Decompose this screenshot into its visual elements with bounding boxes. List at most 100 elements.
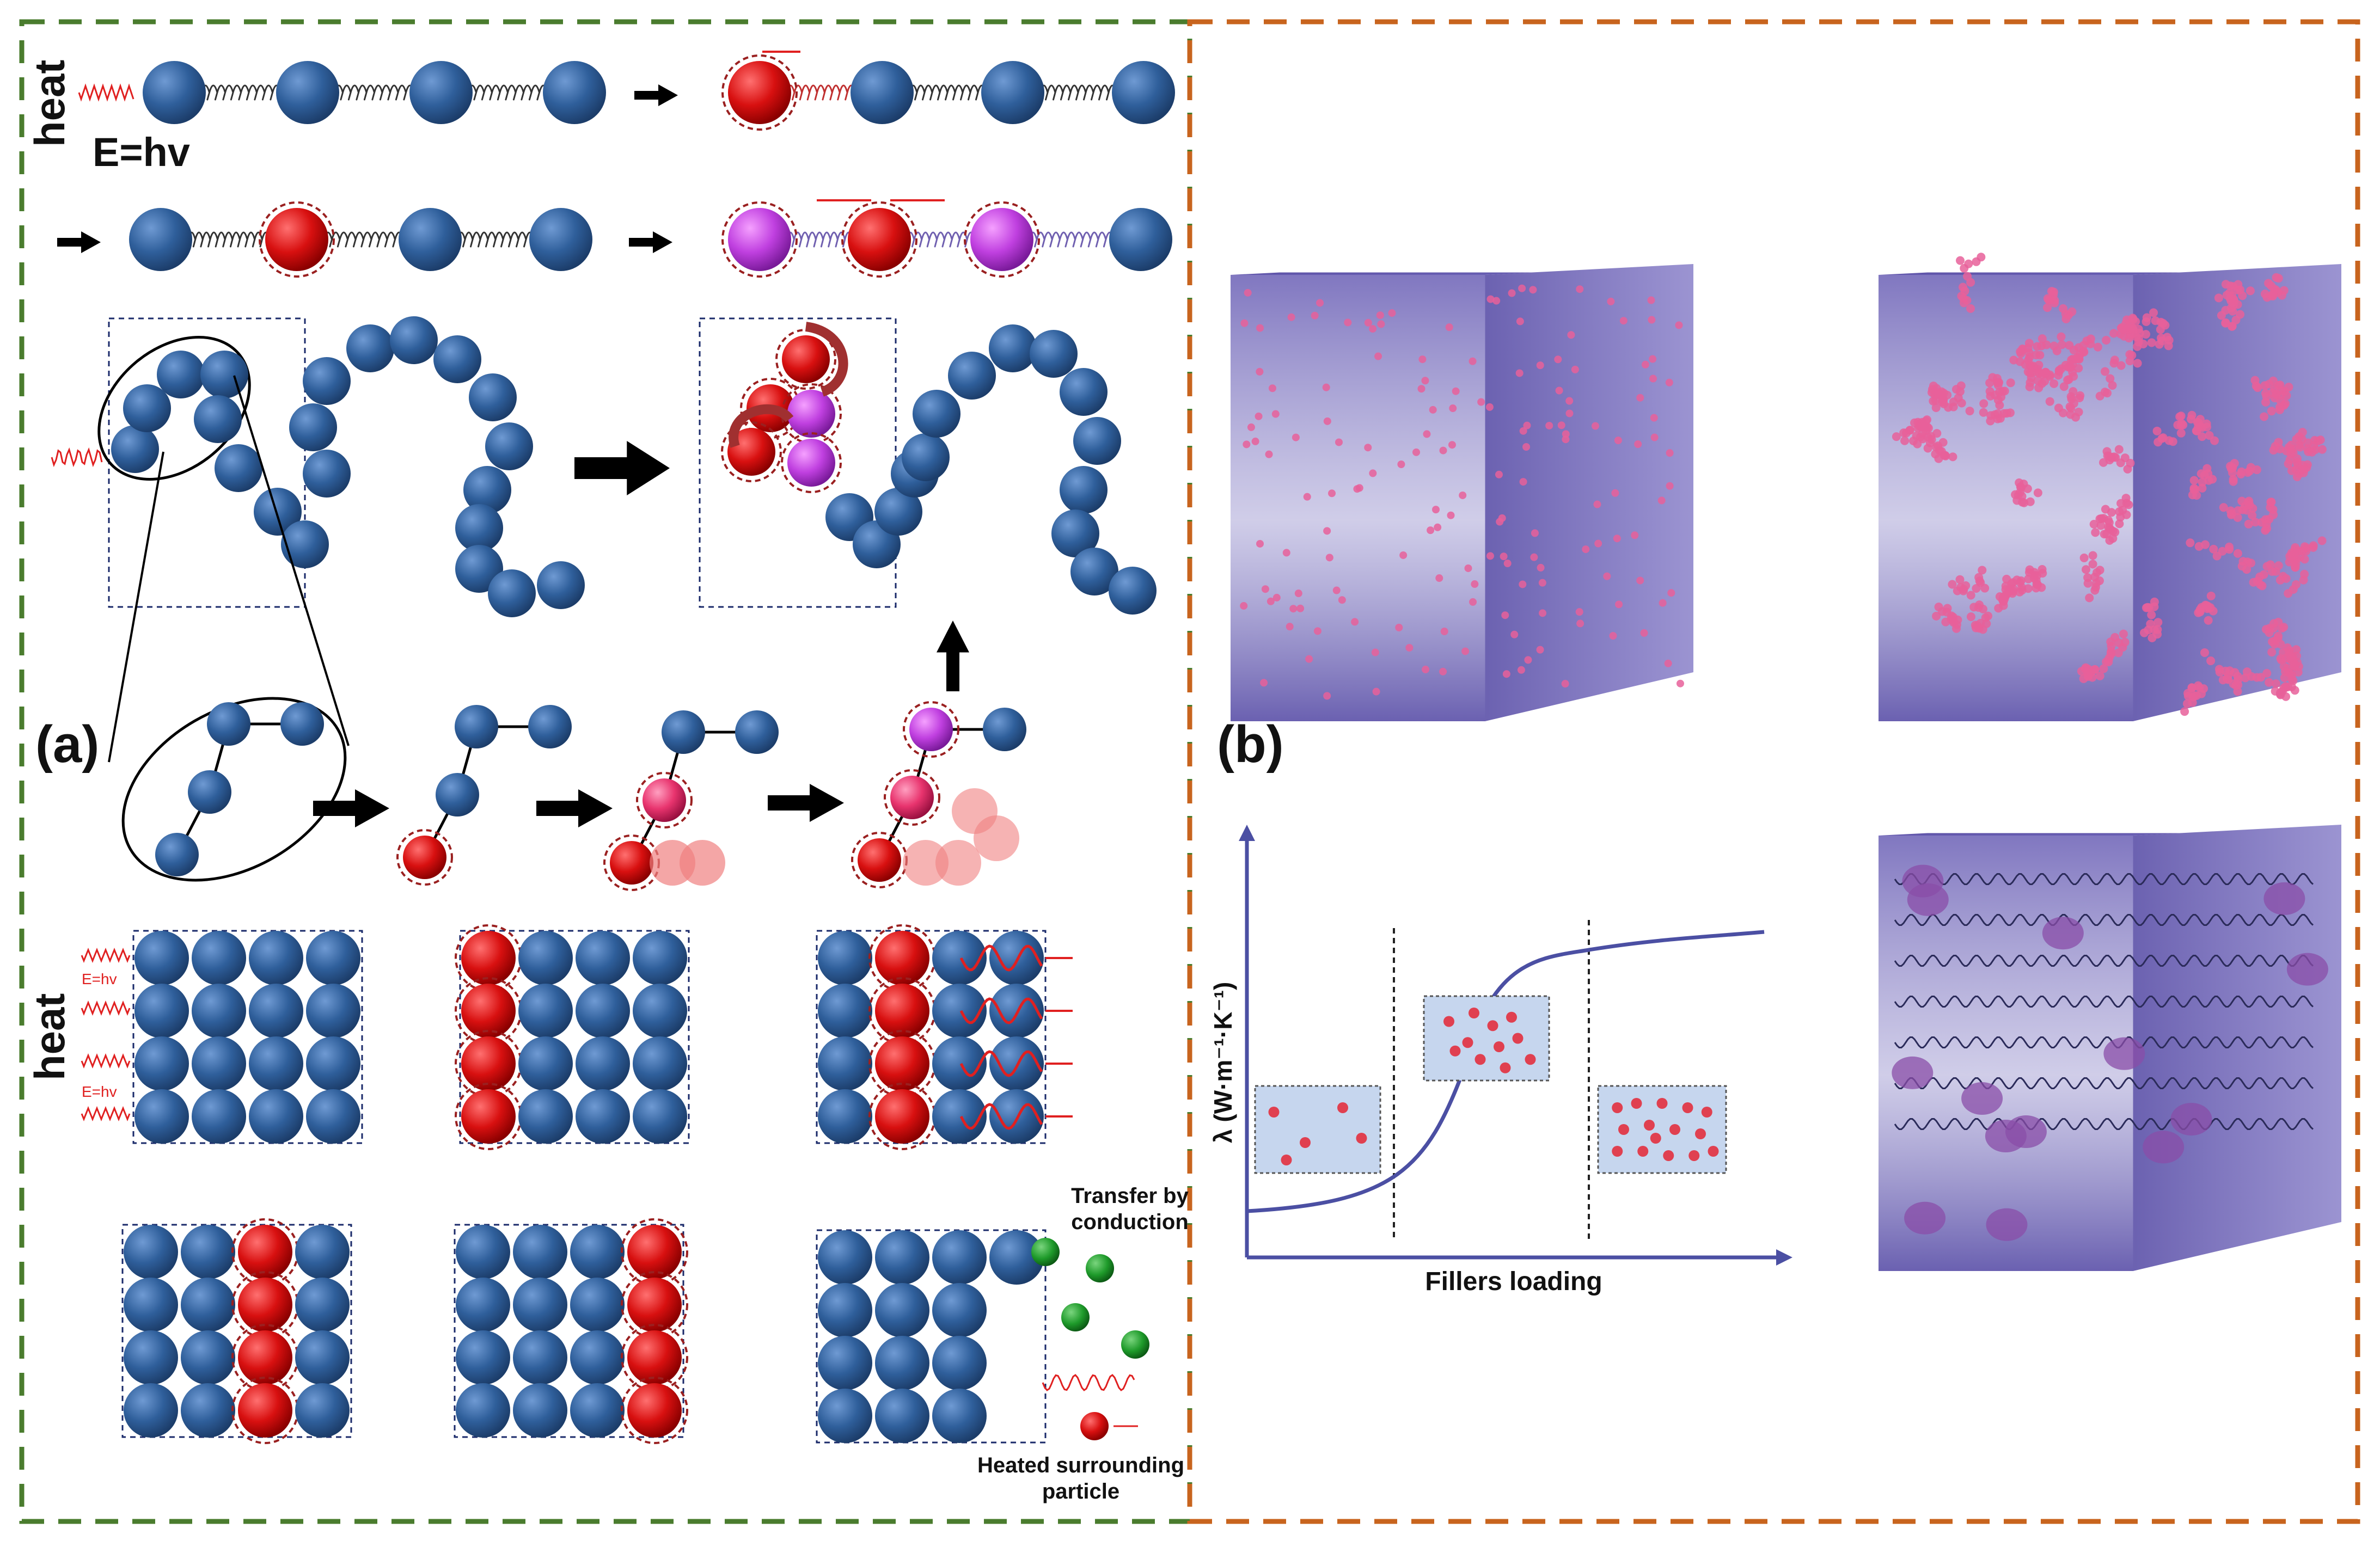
filler (2234, 280, 2243, 289)
lattice-box (132, 930, 363, 1144)
filler (2122, 499, 2131, 508)
filler (2016, 347, 2025, 356)
atom (249, 1089, 303, 1144)
filler (1959, 294, 1968, 303)
atom (455, 705, 498, 748)
filler (2275, 405, 2284, 414)
filler (1900, 436, 1910, 445)
filler (1965, 407, 1974, 416)
filler (2099, 664, 2108, 673)
filler (1338, 596, 1346, 604)
atom (932, 931, 987, 985)
filler (2244, 519, 2253, 529)
filler (1510, 630, 1519, 639)
filler (2114, 445, 2124, 454)
filler (2059, 382, 2069, 391)
filler (1929, 381, 1938, 390)
filler (1244, 288, 1252, 297)
filler (2057, 332, 2066, 341)
atom (403, 836, 446, 879)
filler (1948, 580, 1957, 589)
atom (295, 1225, 350, 1279)
wave (959, 1103, 1043, 1130)
filler (1937, 607, 1947, 616)
filler (2005, 408, 2015, 418)
filler (2156, 317, 2165, 327)
panel-b-border (1187, 19, 2360, 1524)
filler (1922, 415, 1931, 425)
wave (81, 947, 131, 963)
filler (2298, 427, 2307, 437)
filler (2274, 438, 2283, 447)
filler (1422, 665, 1430, 673)
wave (959, 944, 1043, 972)
filler (2057, 364, 2066, 373)
atom (306, 931, 360, 985)
filler (2290, 661, 2299, 671)
filler (2197, 689, 2206, 698)
filler (1519, 580, 1527, 588)
filler (2249, 578, 2258, 587)
atom (513, 1225, 567, 1279)
filler (2040, 377, 2049, 386)
atom (890, 776, 934, 819)
filler (2267, 567, 2277, 576)
filler (1256, 324, 1264, 332)
inset-filler (1475, 1054, 1486, 1065)
atom-halo (781, 383, 842, 444)
filler (1636, 576, 1644, 585)
filler (1956, 256, 1965, 265)
filler (2149, 308, 2158, 317)
filler (2192, 426, 2201, 435)
atom (633, 931, 687, 985)
atom (874, 488, 922, 536)
filler (2024, 355, 2033, 365)
atom (728, 61, 791, 124)
filler (1286, 623, 1294, 631)
filler (2035, 351, 2045, 360)
atom (456, 1278, 510, 1332)
atom (932, 1336, 987, 1390)
filler (2295, 547, 2304, 556)
lattice-box (816, 930, 1047, 1144)
filler (2236, 310, 2245, 319)
filler (2076, 391, 2085, 400)
filler (2108, 380, 2117, 390)
filler (2090, 665, 2100, 674)
atom (875, 1230, 929, 1285)
filler (1659, 599, 1667, 607)
inset-filler (1618, 1124, 1629, 1135)
filler (2033, 580, 2042, 590)
inset-filler (1469, 1008, 1479, 1018)
zoom-box (699, 317, 897, 608)
filler (1376, 311, 1384, 320)
filler (2281, 692, 2291, 701)
atom (513, 1383, 567, 1438)
filler (1449, 404, 1457, 413)
atom (461, 931, 516, 985)
filler (1486, 295, 1495, 303)
filler (1485, 403, 1494, 411)
energy-small-1: E=hv (82, 971, 117, 987)
filler (2083, 573, 2093, 582)
cube-side (1485, 264, 1693, 721)
filler (2277, 624, 2286, 633)
atom (576, 931, 630, 985)
arrow (57, 231, 101, 253)
filler (2104, 658, 2113, 667)
filler (1353, 485, 1361, 493)
filler (1909, 436, 1918, 445)
atom (818, 984, 872, 1038)
filler (2264, 279, 2273, 288)
filler (1328, 489, 1336, 498)
energy-label-top: E=hv (93, 130, 190, 175)
atom (436, 773, 479, 817)
filler (1993, 395, 2003, 404)
filler (2065, 341, 2074, 350)
atom (289, 403, 337, 451)
filler (2218, 676, 2228, 685)
filler (1316, 299, 1324, 307)
atom-halo (721, 201, 798, 278)
filler (2120, 453, 2130, 463)
atom (155, 833, 199, 876)
